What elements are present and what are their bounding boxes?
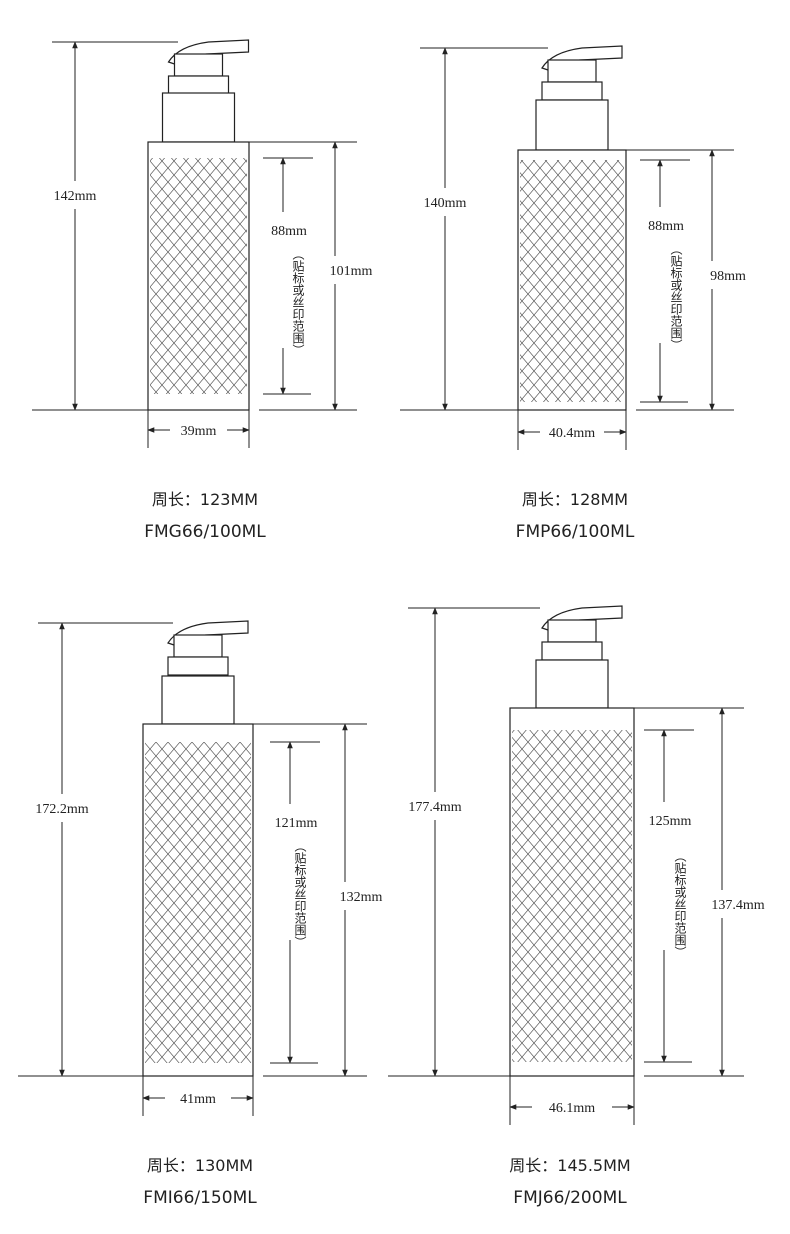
circumference-line: 周长：145.5MM [420,1152,720,1176]
model-code: FMP66/100ML [515,522,635,542]
diamond-texture [145,742,251,1063]
circumference-value: 130MM [194,1156,254,1175]
pump-collar [541,641,603,661]
body-height-label: 98mm [710,269,746,284]
pump-collar [167,656,229,676]
body-height-label: 132mm [340,890,383,905]
circumference-label: 周长： [509,1156,558,1175]
circumference-line: 周长：123MM [55,486,355,510]
bottle-drawing: 140mm 98mm 88mm （贴标或丝印范围） 40.4mm [400,45,746,450]
pump-collar [541,81,603,101]
bottle-drawing: 177.4mm 137.4mm 125mm （贴标或丝印范围） 46.1mm [388,605,765,1125]
pump-collar [167,75,230,95]
model-code: FMG66/100ML [144,522,266,542]
width-label: 40.4mm [549,426,595,441]
pump-stem [173,53,224,77]
circumference-label: 周长： [151,490,200,509]
diamond-texture [150,158,247,394]
pump-closure [535,99,609,151]
total-height-label: 142mm [54,189,97,204]
pump-stem [547,619,597,643]
model-code: FMJ66/200ML [513,1188,627,1208]
circumference-value: 128MM [569,490,629,509]
pump-stem [173,634,223,658]
width-label: 41mm [180,1092,216,1107]
body-height-label: 101mm [330,264,373,279]
diamond-texture [520,160,624,402]
bottle-drawing: 172.2mm 132mm 121mm （贴标或丝印范围） 41mm [18,620,383,1116]
circumference-line: 周长：128MM [425,486,725,510]
pump-closure [161,92,236,143]
print-height-label: 125mm [649,814,692,829]
print-range-note: （贴标或丝印范围） [673,850,687,958]
circumference-label: 周长： [146,1156,195,1175]
body-height-label: 137.4mm [711,898,764,913]
print-height-label: 88mm [271,224,307,239]
print-range-note: （贴标或丝印范围） [293,840,307,948]
pump-closure [535,659,609,709]
pump-closure [161,675,235,725]
print-range-note: （贴标或丝印范围） [291,248,305,356]
model-code: FMI66/150ML [143,1188,257,1208]
pump-stem [547,59,597,83]
width-label: 46.1mm [549,1101,595,1116]
print-height-label: 88mm [648,219,684,234]
total-height-label: 140mm [424,196,467,211]
width-label: 39mm [181,424,217,439]
circumference-value: 145.5MM [557,1156,631,1175]
print-height-label: 121mm [275,816,318,831]
total-height-label: 172.2mm [35,802,88,817]
diamond-texture [512,730,632,1062]
total-height-label: 177.4mm [408,800,461,815]
circumference-line: 周长：130MM [50,1152,350,1176]
circumference-value: 123MM [199,490,259,509]
print-range-note: （贴标或丝印范围） [669,243,683,351]
circumference-label: 周长： [521,490,570,509]
bottle-drawing: 142mm 101mm 88mm （贴标或丝印范围） 39mm [32,39,373,448]
